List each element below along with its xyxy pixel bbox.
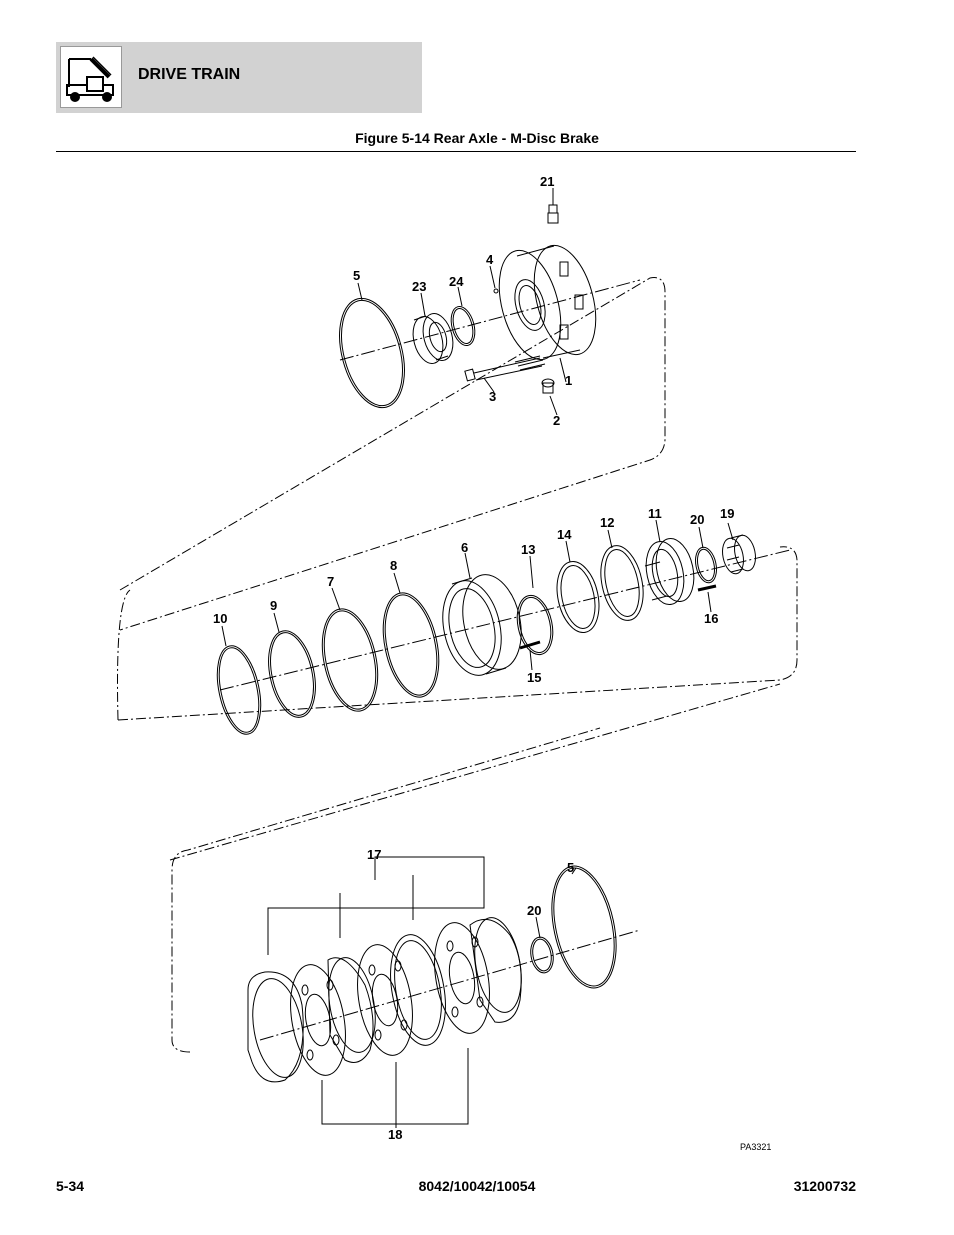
callout-10: 10 xyxy=(213,611,227,626)
callout-5-bottom: 5 xyxy=(567,860,574,875)
part-19-gear xyxy=(722,534,756,575)
callout-12: 12 xyxy=(600,515,614,530)
callout-21: 21 xyxy=(540,174,554,189)
callout-8: 8 xyxy=(390,558,397,573)
lift-truck-icon xyxy=(60,46,122,108)
callout-13: 13 xyxy=(521,542,535,557)
part-8-seal xyxy=(382,592,440,698)
part-12-ring xyxy=(600,545,644,621)
part-13-snap-ring xyxy=(516,594,554,656)
part-14-ring xyxy=(556,561,600,633)
part-7-seal xyxy=(321,608,379,712)
group-outline-middle xyxy=(117,546,798,861)
part-1-housing xyxy=(498,244,597,361)
section-header: DRIVE TRAIN xyxy=(56,42,422,113)
part-4-plug xyxy=(493,288,499,294)
callout-14: 14 xyxy=(557,527,572,542)
callout-20-bottom: 20 xyxy=(527,903,541,918)
group-outline-bottom xyxy=(171,727,601,1053)
callout-16: 16 xyxy=(704,611,718,626)
model-numbers: 8042/10042/10054 xyxy=(418,1178,536,1194)
part-11-carrier xyxy=(644,537,695,606)
part-24-ring xyxy=(450,305,476,347)
part-10-seal xyxy=(216,645,262,735)
part-16-pin xyxy=(697,584,717,592)
part-15-pin xyxy=(519,640,541,650)
callout-18: 18 xyxy=(388,1127,402,1142)
callout-11: 11 xyxy=(648,506,662,521)
document-number: 31200732 xyxy=(793,1178,856,1194)
part-5-o-ring xyxy=(339,297,405,409)
page-number: 5-34 xyxy=(56,1178,85,1194)
callout-20-middle: 20 xyxy=(690,512,704,527)
part-9-seal xyxy=(268,630,316,718)
part-17-separator-plates xyxy=(247,917,522,1083)
callout-5-top: 5 xyxy=(353,268,360,283)
callout-9: 9 xyxy=(270,598,277,613)
callout-7: 7 xyxy=(327,574,334,589)
part-5-o-ring-bottom xyxy=(551,865,617,989)
header-rule xyxy=(56,151,856,152)
part-6-piston xyxy=(442,574,522,676)
part-3-bolt xyxy=(464,355,546,382)
part-23-bearing xyxy=(412,313,454,364)
callout-23: 23 xyxy=(412,279,426,294)
drawing-id: PA3321 xyxy=(740,1142,771,1152)
part-20-snap-ring xyxy=(695,546,717,584)
part-20-snap-ring-bottom xyxy=(530,936,554,974)
group-outline-top xyxy=(119,277,666,631)
callout-2: 2 xyxy=(553,413,560,428)
figure-title: Figure 5-14 Rear Axle - M-Disc Brake xyxy=(355,130,599,146)
callout-19: 19 xyxy=(720,506,734,521)
callout-24: 24 xyxy=(449,274,464,289)
callout-3: 3 xyxy=(489,389,496,404)
section-title: DRIVE TRAIN xyxy=(138,66,241,83)
callout-1: 1 xyxy=(565,373,572,388)
part-2-plug xyxy=(541,378,555,394)
callout-15: 15 xyxy=(527,670,541,685)
part-18-friction-discs xyxy=(290,922,490,1076)
callout-17: 17 xyxy=(367,847,381,862)
callout-4: 4 xyxy=(486,252,494,267)
callout-6: 6 xyxy=(461,540,468,555)
